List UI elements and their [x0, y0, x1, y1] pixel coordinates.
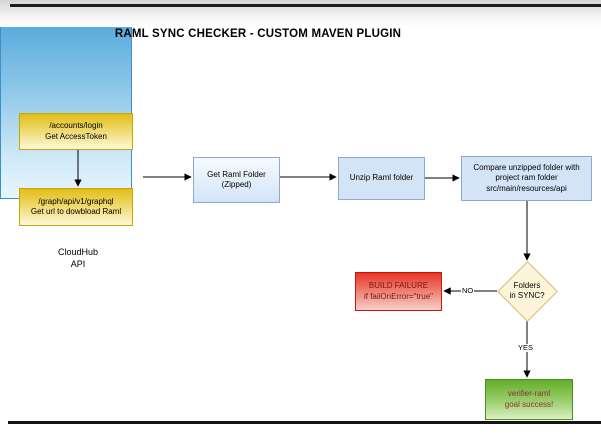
- cloudhub-label-line2: API: [70, 259, 86, 270]
- node-get-raml-line2: (Zipped): [221, 180, 252, 189]
- cloudhub-label-line1: CloudHub: [57, 247, 99, 257]
- decision-line2: in SYNC?: [509, 291, 545, 300]
- node-compare-line3: src/main/resources/api: [486, 183, 567, 193]
- yes-branch-label: YES: [517, 343, 535, 353]
- node-failure-line2: if failOnError="true": [363, 291, 434, 301]
- top-divider-bar: [10, 4, 601, 7]
- node-graphql-desc: Get url to dowbload Raml: [30, 207, 122, 216]
- cloudhub-api-label: CloudHub API: [13, 246, 143, 270]
- node-unzip-raml-folder: Unzip Raml folder: [338, 157, 425, 200]
- page-title: RAML SYNC CHECKER - CUSTOM MAVEN PLUGIN: [114, 28, 402, 40]
- node-graphql-path: /graph/api/v1/graphql: [38, 196, 114, 206]
- node-failure-line1: BUILD FAILURE: [368, 281, 429, 291]
- no-branch-label: NO: [461, 286, 475, 296]
- bottom-divider-bar: [8, 421, 601, 424]
- node-build-failure: BUILD FAILURE if failOnError="true": [355, 272, 442, 311]
- node-graphql: /graph/api/v1/graphql Get url to dowbloa…: [19, 188, 133, 226]
- node-get-raml-line1: Get Raml Folder: [207, 169, 266, 179]
- node-get-raml-folder: Get Raml Folder (Zipped): [193, 157, 280, 203]
- node-compare-line1: Compare unzipped folder with: [473, 162, 580, 172]
- node-compare-folders: Compare unzipped folder with project ram…: [461, 156, 592, 201]
- node-accounts-login: /accounts/login Get AccessToken: [19, 113, 133, 150]
- node-unzip-line1: Unzip Raml folder: [349, 173, 414, 183]
- node-success-line1: verifier-raml: [507, 389, 551, 399]
- node-accounts-login-path: /accounts/login: [49, 121, 103, 131]
- node-success-line2: goal success!: [504, 399, 554, 409]
- node-compare-line2: project ram folder: [495, 173, 558, 183]
- node-accounts-login-desc: Get AccessToken: [45, 131, 107, 141]
- decision-line1: Folders: [513, 280, 541, 290]
- decision-folders-in-sync: Folders in SYNC?: [497, 277, 557, 305]
- node-verifier-raml-success: verifier-raml goal success!: [485, 379, 573, 420]
